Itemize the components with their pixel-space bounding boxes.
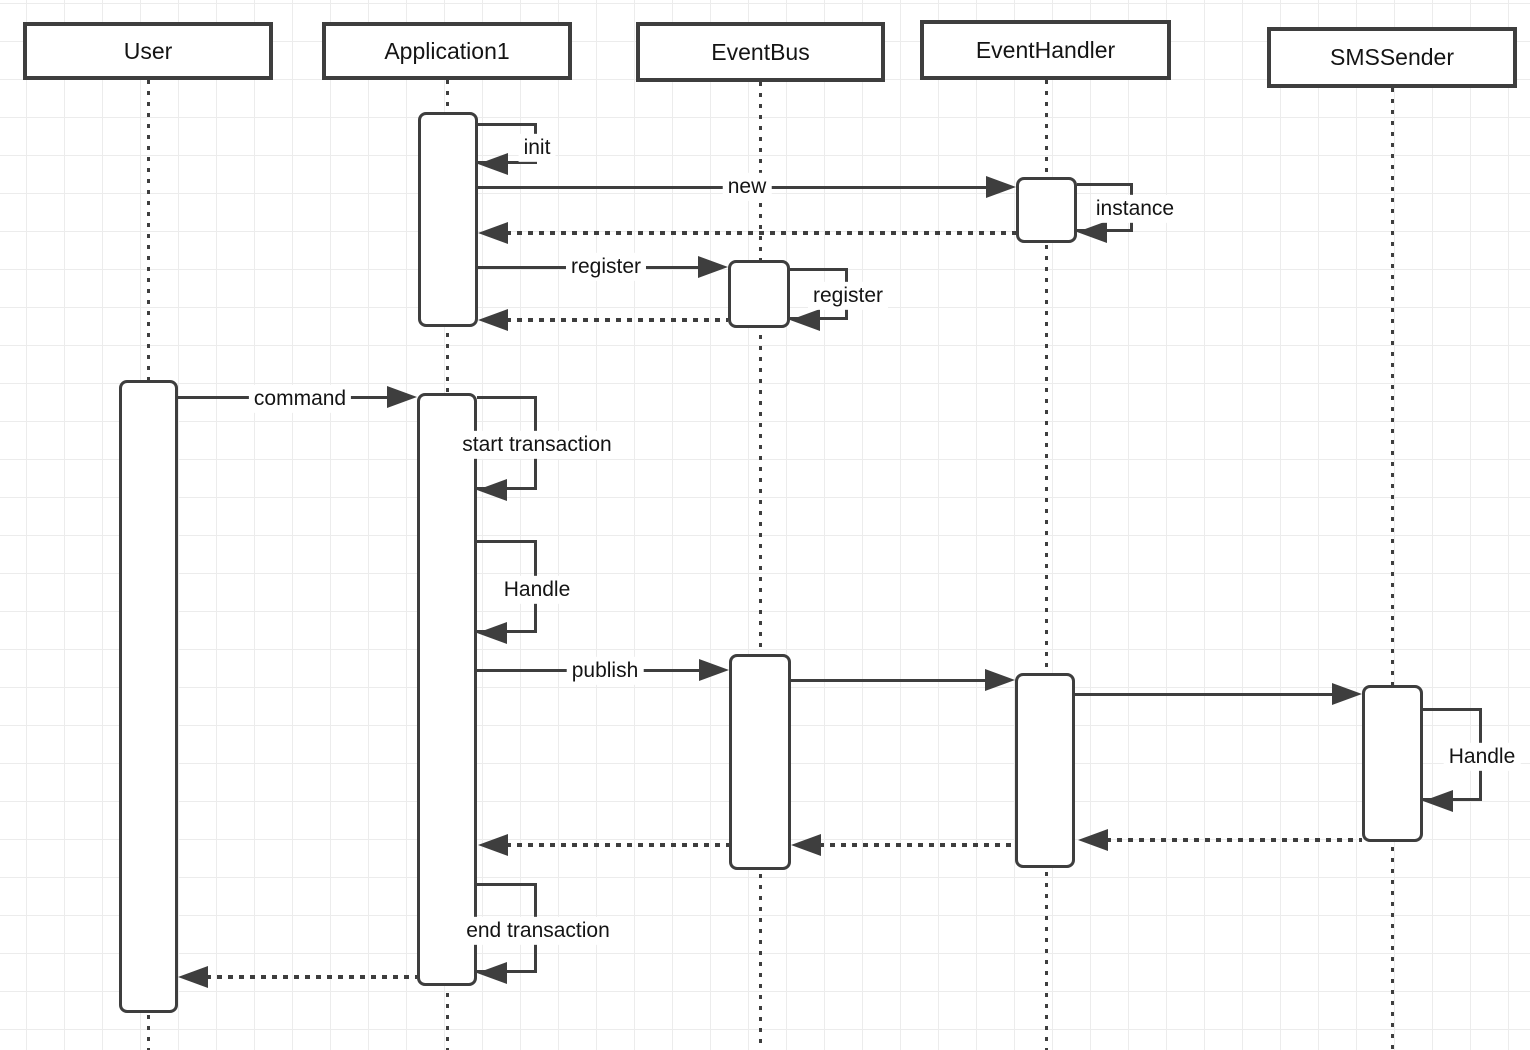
message-label-start-transaction: start transaction — [458, 430, 616, 460]
message-label-init: init — [518, 133, 556, 163]
new-arrowhead-icon — [986, 176, 1016, 198]
participant-box-user[interactable]: User — [23, 22, 273, 80]
publish-arrowhead-icon — [699, 659, 729, 681]
return-instance-line — [506, 231, 1016, 235]
handle-sms-arrowhead-icon — [1423, 790, 1453, 812]
message-label-instance: instance — [1090, 194, 1180, 224]
return-sms-arrowhead-icon — [1078, 829, 1108, 851]
eventhandler-smssender-line — [1075, 692, 1340, 696]
eventbus-eventhandler-arrowhead-icon — [985, 669, 1015, 691]
message-label-end-transaction: end transaction — [459, 916, 617, 946]
activation-eventhandler-event[interactable] — [1015, 673, 1075, 868]
return-instance-arrowhead-icon — [478, 222, 508, 244]
return-application1-arrowhead-icon — [178, 966, 208, 988]
return-register-arrowhead-icon — [478, 309, 508, 331]
message-label-new: new — [722, 172, 772, 202]
eventbus-eventhandler-line — [791, 678, 993, 682]
activation-smssender[interactable] — [1362, 685, 1423, 842]
return-eventhandler-arrowhead-icon — [791, 834, 821, 856]
lifeline-smssender — [1390, 88, 1394, 1050]
participant-label-eventbus: EventBus — [711, 38, 810, 65]
start-transaction-arrowhead-icon — [477, 479, 507, 501]
instance-arrowhead-icon — [1077, 221, 1107, 243]
return-eventbus-line — [506, 843, 729, 847]
message-label-handle: Handle — [498, 575, 576, 605]
participant-label-eventhandler: EventHandler — [975, 36, 1116, 63]
command-arrowhead-icon — [387, 386, 417, 408]
message-label-register-self: register — [807, 281, 889, 311]
participant-label-application1: Application1 — [384, 37, 510, 64]
participant-box-eventhandler[interactable]: EventHandler — [920, 20, 1171, 80]
activation-application1-command[interactable] — [417, 393, 477, 986]
return-sms-line — [1106, 838, 1362, 842]
activation-eventbus-register[interactable] — [728, 260, 790, 328]
lifeline-eventhandler — [1044, 80, 1048, 1050]
register-arrowhead-icon — [698, 256, 728, 278]
participant-label-user: User — [123, 37, 173, 64]
register-self-arrowhead-icon — [790, 309, 820, 331]
participant-box-application1[interactable]: Application1 — [322, 22, 572, 80]
activation-eventhandler-new[interactable] — [1016, 177, 1077, 243]
return-eventbus-arrowhead-icon — [478, 834, 508, 856]
return-register-line — [506, 318, 728, 322]
activation-user[interactable] — [119, 380, 178, 1013]
message-label-handle-sms: Handle — [1443, 742, 1521, 772]
activation-application1-init[interactable] — [418, 112, 478, 327]
end-transaction-arrowhead-icon — [477, 962, 507, 984]
return-eventhandler-line — [819, 843, 1015, 847]
return-application1-line — [206, 975, 417, 979]
participant-box-smssender[interactable]: SMSSender — [1267, 27, 1517, 88]
lifeline-eventbus — [758, 82, 762, 1050]
participant-label-smssender: SMSSender — [1329, 44, 1454, 70]
message-label-register: register — [565, 252, 647, 282]
eventhandler-smssender-arrowhead-icon — [1332, 683, 1362, 705]
init-arrowhead-icon — [478, 153, 508, 175]
activation-eventbus-publish[interactable] — [729, 654, 791, 870]
handle-arrowhead-icon — [477, 622, 507, 644]
message-label-command: command — [248, 384, 352, 414]
participant-box-eventbus[interactable]: EventBus — [636, 22, 885, 82]
message-label-publish: publish — [566, 656, 644, 686]
